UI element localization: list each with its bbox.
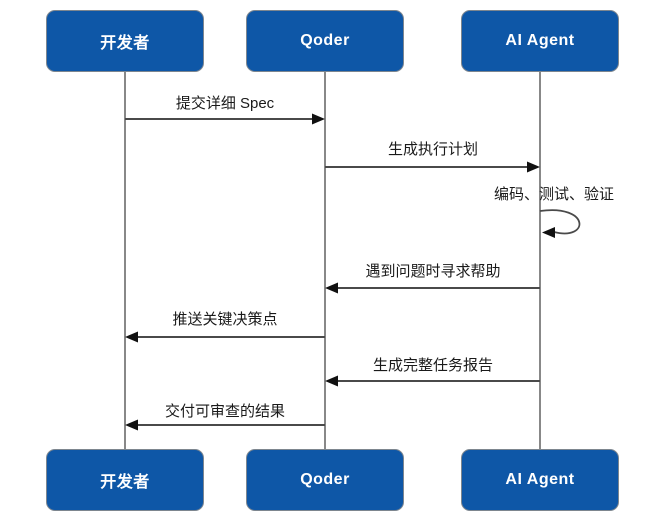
actor-box-qoder-bottom: Qoder bbox=[246, 449, 404, 511]
message-label-4: 遇到问题时寻求帮助 bbox=[365, 263, 501, 280]
actor-label-developer: 开发者 bbox=[100, 474, 150, 491]
actor-label-developer: 开发者 bbox=[100, 35, 150, 52]
actor-label-ai-agent: AI Agent bbox=[505, 471, 575, 488]
message-label-6: 生成完整任务报告 bbox=[372, 357, 494, 374]
message-arrowhead-5 bbox=[125, 331, 138, 343]
message-label-3: 编码、测试、验证 bbox=[493, 186, 615, 203]
message-label-7: 交付可审查的结果 bbox=[164, 403, 286, 420]
actor-box-qoder-top: Qoder bbox=[246, 10, 404, 72]
message-arrowhead-2 bbox=[527, 161, 540, 173]
actor-box-developer-bottom: 开发者 bbox=[46, 449, 204, 511]
actor-box-ai-agent-top: AI Agent bbox=[461, 10, 619, 72]
self-loop-arrowhead bbox=[542, 227, 555, 238]
message-arrowhead-6 bbox=[325, 375, 338, 387]
message-label-2: 生成执行计划 bbox=[387, 141, 479, 158]
message-arrowhead-1 bbox=[312, 113, 325, 125]
message-label-5: 推送关键决策点 bbox=[172, 311, 278, 328]
message-arrowhead-4 bbox=[325, 282, 338, 294]
actor-box-developer-top: 开发者 bbox=[46, 10, 204, 72]
actor-label-qoder: Qoder bbox=[300, 32, 350, 49]
self-loop-arrow bbox=[539, 209, 581, 235]
message-label-1: 提交详细 Spec bbox=[175, 95, 275, 112]
actor-label-ai-agent: AI Agent bbox=[505, 32, 575, 49]
message-arrowhead-7 bbox=[125, 419, 138, 431]
actor-box-ai-agent-bottom: AI Agent bbox=[461, 449, 619, 511]
actor-label-qoder: Qoder bbox=[300, 471, 350, 488]
